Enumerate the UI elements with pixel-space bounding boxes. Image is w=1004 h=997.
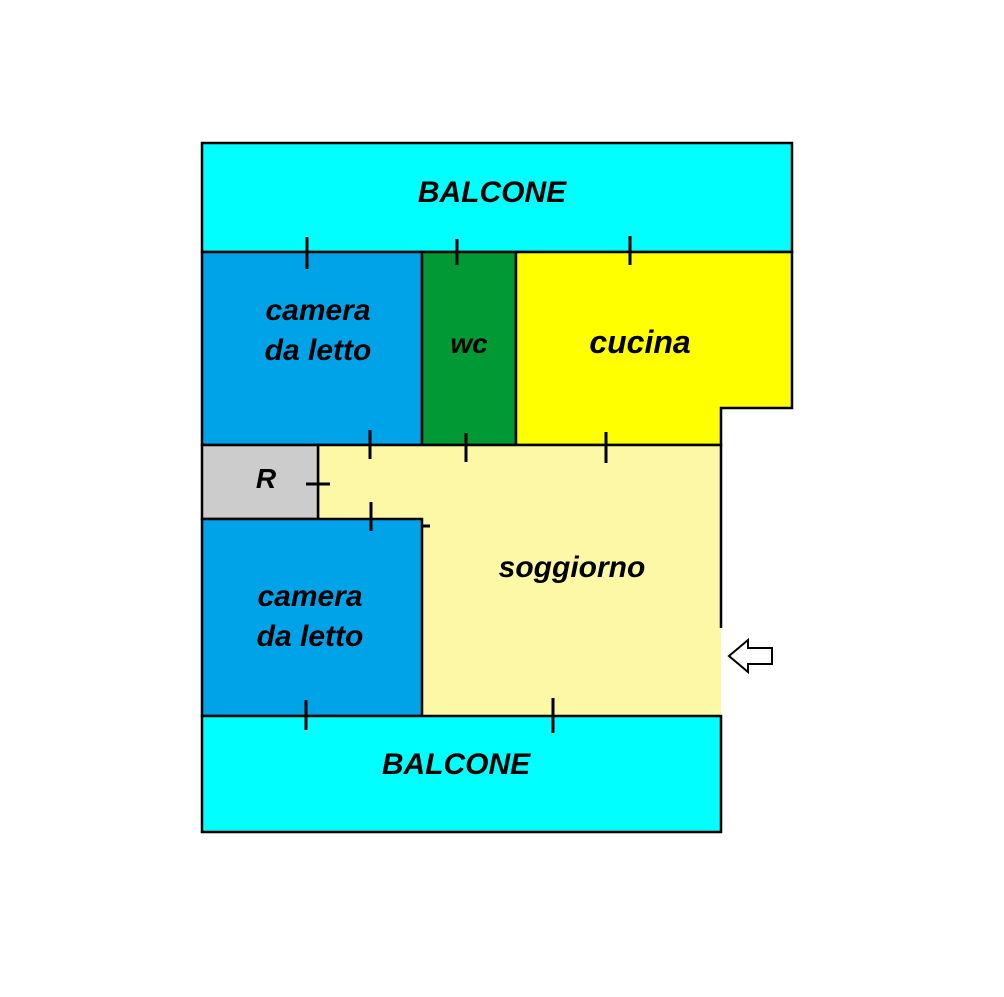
balcone-top-label: BALCONE bbox=[418, 176, 567, 209]
wc-label: wc bbox=[450, 328, 488, 359]
room-balcone-top: BALCONE bbox=[200, 141, 794, 254]
soggiorno-area bbox=[318, 445, 721, 716]
room-soggiorno: soggiorno bbox=[316, 443, 723, 716]
camera-top-label-line2: da letto bbox=[265, 334, 372, 367]
room-ripostiglio: R bbox=[200, 443, 320, 521]
wc-area bbox=[420, 250, 518, 447]
room-balcone-bottom: BALCONE bbox=[200, 714, 723, 834]
camera-bottom-label-line1: camera bbox=[257, 580, 362, 613]
ripostiglio-label: R bbox=[256, 463, 277, 494]
balcone-bottom-label: BALCONE bbox=[382, 748, 531, 781]
entrance-arrow-icon bbox=[727, 637, 773, 675]
camera-bottom-area bbox=[200, 517, 424, 718]
camera-bottom-label-line2: da letto bbox=[257, 620, 364, 653]
soggiorno-label: soggiorno bbox=[499, 551, 646, 584]
room-cucina: cucina bbox=[514, 250, 794, 447]
room-camera-top: camera da letto bbox=[200, 250, 424, 447]
door-marks bbox=[304, 236, 632, 733]
cucina-label: cucina bbox=[589, 324, 690, 360]
balcone-bottom-area bbox=[200, 714, 723, 834]
balcone-top-area bbox=[200, 141, 794, 254]
camera-top-label-line1: camera bbox=[265, 294, 370, 327]
ripostiglio-area bbox=[200, 443, 320, 521]
camera-top-area bbox=[200, 250, 424, 447]
room-camera-bottom: camera da letto bbox=[200, 517, 424, 718]
arrow-left-icon bbox=[727, 637, 773, 675]
room-wc: wc bbox=[420, 250, 518, 447]
